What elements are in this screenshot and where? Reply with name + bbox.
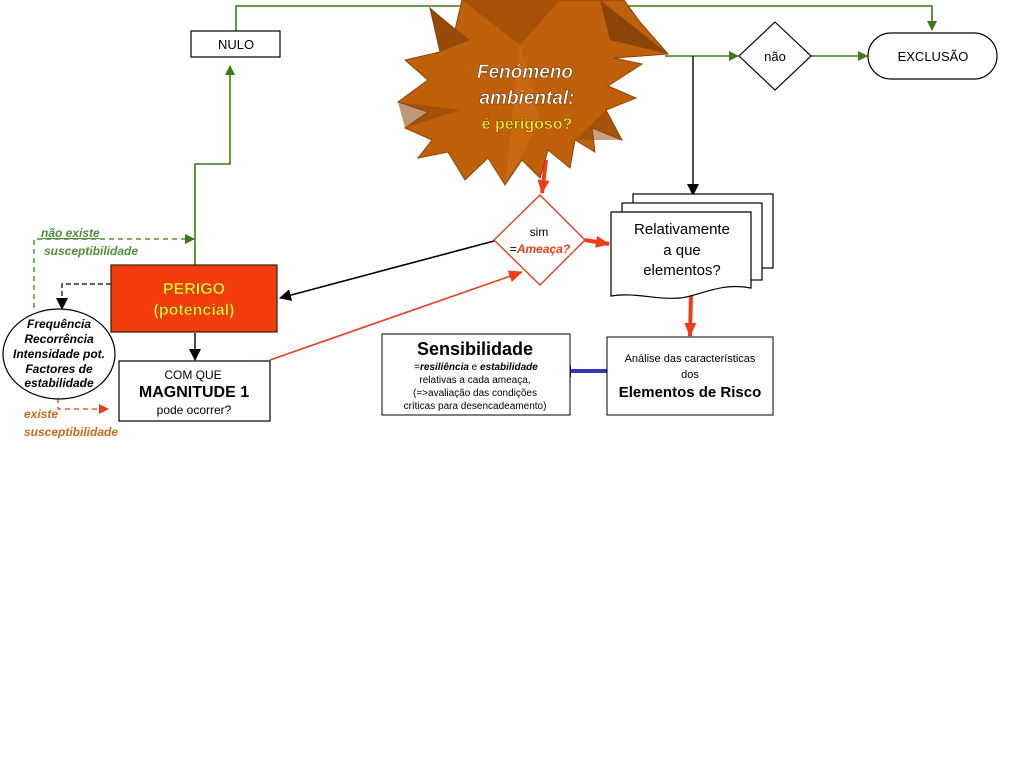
- relativamente-line2: a que: [663, 242, 701, 259]
- label-nao-existe-susceptibilidade: susceptibilidade: [44, 244, 138, 258]
- ameaca-label: =Ameaça?: [510, 242, 571, 256]
- fenomeno-line3: é perigoso?: [482, 116, 573, 133]
- starburst-facet: [575, 110, 622, 140]
- sensibilidade-line4: críticas para desencadeamento): [404, 401, 547, 412]
- elementos-line2: dos: [681, 369, 699, 381]
- edge-sim-to-relativamente: [584, 235, 610, 248]
- label-existe: existe: [24, 407, 58, 421]
- perigo-line1: PERIGO: [163, 281, 225, 298]
- sim-ameaca-decision: sim =Ameaça?: [492, 194, 586, 286]
- factor-frequencia: Frequência: [27, 317, 91, 331]
- factor-recorrencia: Recorrência: [24, 332, 94, 346]
- relativamente-line3: elementos?: [643, 262, 721, 279]
- sens-estabilidade: estabilidade: [480, 362, 538, 373]
- nao-decision: não: [738, 21, 812, 91]
- elementos-node: Análise das características dos Elemento…: [606, 336, 774, 416]
- relativamente-node: Relativamente a que elementos?: [610, 193, 774, 299]
- factor-intensidade: Intensidade pot.: [13, 347, 105, 361]
- edge-perigo-to-nulo: [194, 65, 235, 265]
- sensibilidade-line1: =resiliência e estabilidade: [414, 362, 538, 373]
- edge-relativamente-to-elementos: [684, 293, 697, 337]
- magnitude-node: COM QUE MAGNITUDE 1 pode ocorrer?: [118, 360, 271, 422]
- magnitude-line1: COM QUE: [164, 368, 221, 382]
- perigo-line2: (potencial): [154, 302, 235, 319]
- elementos-line3: Elementos de Risco: [619, 384, 762, 401]
- ameaca-text: Ameaça?: [516, 242, 571, 256]
- ameaca-prefix: =: [510, 242, 517, 256]
- sensibilidade-line3: (=>avaliação das condições: [413, 388, 537, 399]
- perigo-node: PERIGO (potencial): [110, 264, 278, 333]
- factor-estabilidade: estabilidade: [24, 376, 94, 390]
- starburst-facet: [430, 8, 470, 52]
- edge-magnitude-to-sim: [269, 270, 523, 361]
- exclusao-label: EXCLUSÃO: [898, 49, 969, 64]
- magnitude-line3: pode ocorrer?: [157, 403, 232, 417]
- label-existe-susceptibilidade: susceptibilidade: [24, 425, 118, 439]
- fenomeno-starburst: Fenómeno ambiental: é perigoso?: [396, 0, 670, 186]
- starburst-facet: [600, 0, 668, 54]
- exclusao-node: EXCLUSÃO: [867, 32, 998, 80]
- factor-factores: Factores de: [25, 362, 93, 376]
- edge-sim-to-perigo: [279, 240, 495, 301]
- label-nao-existe: não existe: [41, 226, 100, 240]
- edge-fenomeno-to-sim: [537, 159, 550, 194]
- starburst-shape: [396, 0, 670, 186]
- sensibilidade-line2: relativas a cada ameaça,: [419, 375, 530, 386]
- fenomeno-line2: ambiental:: [479, 88, 574, 109]
- starburst-facet: [462, 0, 560, 45]
- nulo-node: NULO: [190, 30, 281, 58]
- sensibilidade-title: Sensibilidade: [417, 339, 533, 359]
- fenomeno-line1: Fenómeno: [477, 62, 573, 83]
- nao-label: não: [764, 49, 786, 64]
- relativamente-line1: Relativamente: [634, 221, 730, 238]
- nulo-label: NULO: [218, 37, 254, 52]
- sim-label: sim: [530, 225, 549, 239]
- sensibilidade-node: Sensibilidade =resiliência e estabilidad…: [381, 333, 571, 416]
- starburst-facet: [398, 102, 460, 128]
- starburst-facet: [505, 45, 540, 185]
- sens-prefix: =: [414, 362, 420, 373]
- edge-perigo-to-factors: [56, 283, 111, 310]
- factors-ellipse: Frequência Recorrência Intensidade pot. …: [2, 308, 116, 400]
- edge-nao-existe-susceptibilidade: [33, 234, 195, 308]
- elementos-line1: Análise das características: [625, 353, 756, 365]
- edge-existe-susceptibilidade: [57, 398, 109, 414]
- magnitude-line2: MAGNITUDE 1: [139, 384, 249, 401]
- sens-resiliencia: resiliência: [420, 362, 469, 373]
- sens-mid: e: [469, 362, 480, 373]
